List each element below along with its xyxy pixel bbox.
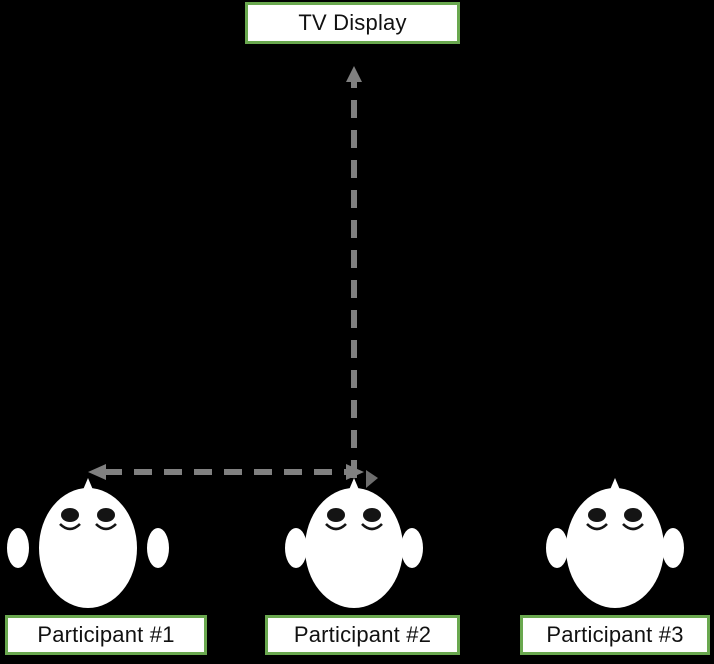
participant-2-ear-left bbox=[285, 528, 307, 568]
participant-1-eye-left bbox=[61, 508, 79, 522]
participant-2-skull bbox=[305, 488, 403, 608]
participant-3-label-box: Participant #3 bbox=[520, 615, 710, 655]
participant-3-eye-right bbox=[624, 508, 642, 522]
participant-3-ear-right bbox=[662, 528, 684, 568]
participant-3-eye-left bbox=[588, 508, 606, 522]
participant-1-eye-right bbox=[97, 508, 115, 522]
participant-1-ear-right bbox=[147, 528, 169, 568]
participant-3-ear-left bbox=[546, 528, 568, 568]
gaze-arrow-vertical-head bbox=[346, 66, 362, 82]
participant-1-label-box: Participant #1 bbox=[5, 615, 207, 655]
participant-1-skull bbox=[39, 488, 137, 608]
participant-2-ear-right bbox=[401, 528, 423, 568]
participant-2-brow-left bbox=[325, 523, 347, 531]
participant-3-skull bbox=[566, 488, 664, 608]
participant-2-label-box: Participant #2 bbox=[265, 615, 460, 655]
participant-3-head bbox=[546, 478, 684, 608]
participant-3-label: Participant #3 bbox=[546, 622, 684, 647]
participant-1-brow-right bbox=[95, 523, 117, 531]
tv-display-label: TV Display bbox=[298, 10, 407, 35]
distance-arrow-right-head bbox=[346, 464, 364, 480]
participant-2-label: Participant #2 bbox=[293, 622, 432, 647]
distance-arrow-right-head-tip bbox=[366, 470, 378, 488]
participant-1-head bbox=[7, 478, 169, 608]
participant-1-ear-left bbox=[7, 528, 29, 568]
participant-3-brow-left bbox=[586, 523, 608, 531]
participant-2-eye-left bbox=[327, 508, 345, 522]
distance-arrow-left-head bbox=[88, 464, 106, 480]
gaze-arrow-vertical bbox=[346, 66, 362, 478]
participant-2-head bbox=[285, 478, 423, 608]
participant-1-brow-left bbox=[59, 523, 81, 531]
participant-1-label: Participant #1 bbox=[37, 622, 175, 647]
tv-display-box: TV Display bbox=[245, 2, 460, 44]
participant-3-brow-right bbox=[622, 523, 644, 531]
participant-2-brow-right bbox=[361, 523, 383, 531]
participant-2-eye-right bbox=[363, 508, 381, 522]
distance-arrow-horizontal bbox=[88, 464, 378, 488]
